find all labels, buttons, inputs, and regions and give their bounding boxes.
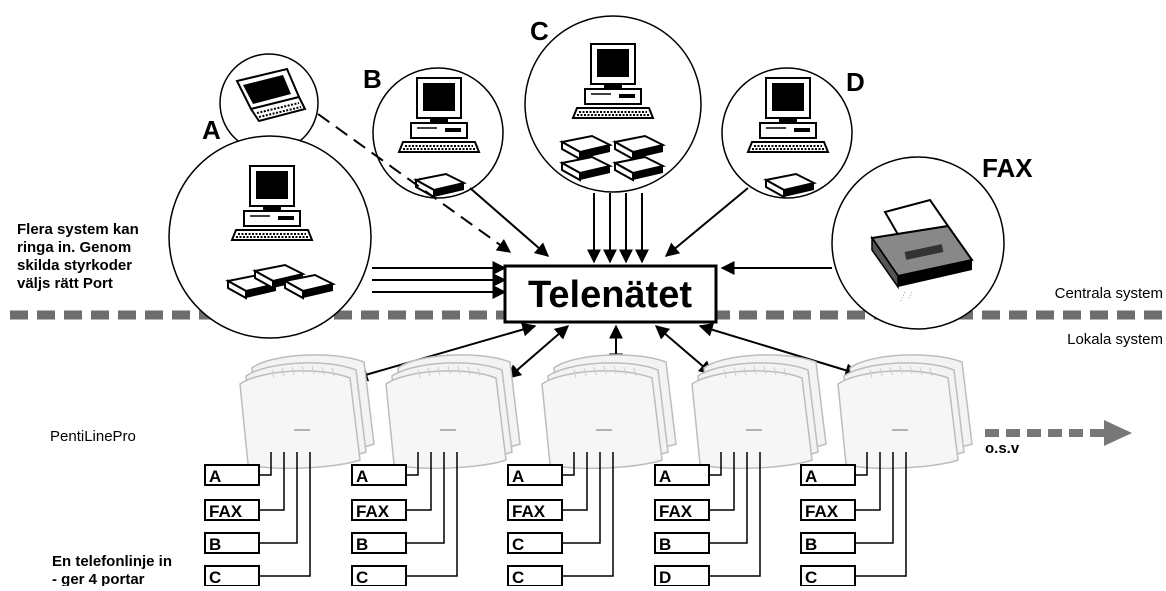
port-label: FAX — [512, 502, 546, 521]
port-connector — [855, 452, 881, 511]
line-note: En telefonlinje in - ger 4 portar — [52, 553, 172, 588]
station-b-circle — [372, 67, 504, 199]
port-label: FAX — [356, 502, 390, 521]
port-connector — [855, 452, 907, 577]
continue-label: o.s.v — [985, 440, 1020, 457]
device-label: PentiLinePro — [50, 428, 136, 445]
note-line: En telefonlinje in — [52, 553, 172, 570]
port-connector — [406, 452, 458, 577]
station-c-circle — [524, 15, 702, 193]
port-label: FAX — [805, 502, 839, 521]
pentilinepro-device-2 — [385, 354, 521, 470]
port-label: C — [805, 568, 817, 586]
note-line: ringa in. Genom — [17, 239, 131, 256]
port-group-2: A FAX BC — [351, 452, 458, 587]
port-connector — [855, 452, 894, 544]
note-line: skilda styrkoder — [17, 257, 132, 274]
port-connector — [406, 452, 419, 476]
port-group-5: A FAX BC — [800, 452, 907, 587]
port-label: B — [805, 535, 817, 554]
station-b-label: B — [363, 64, 382, 94]
port-label: A — [805, 467, 817, 486]
station-d-label: D — [846, 67, 865, 97]
port-connector — [855, 452, 868, 476]
port-connector — [562, 452, 614, 577]
port-connector — [562, 452, 575, 476]
port-label: FAX — [209, 502, 243, 521]
fax-machine-icon — [870, 198, 974, 303]
port-label: A — [659, 467, 671, 486]
port-connector — [259, 452, 311, 577]
continue-arrow — [985, 420, 1132, 446]
multi-system-note: Flera system kan ringa in. Genom skilda … — [17, 221, 139, 292]
station-a-label: A — [202, 115, 221, 145]
station-a-circle — [168, 135, 372, 339]
pentilinepro-device-5 — [837, 354, 973, 470]
incoming-arrows — [317, 113, 832, 299]
port-group-1: A FAX BC — [204, 452, 311, 587]
port-connector — [259, 452, 285, 511]
network-box — [503, 264, 718, 324]
note-line: väljs rätt Port — [17, 275, 113, 292]
port-label: C — [512, 535, 524, 554]
central-systems-label: Centrala system — [1055, 285, 1163, 302]
port-connector — [709, 452, 722, 476]
port-label: A — [356, 467, 368, 486]
fax-label: FAX — [982, 153, 1033, 183]
port-label: C — [209, 568, 221, 586]
port-connector — [709, 452, 748, 544]
port-label: A — [209, 467, 221, 486]
port-label: B — [209, 535, 221, 554]
port-connector — [406, 452, 432, 511]
station-c-label: C — [530, 16, 549, 46]
local-systems-label: Lokala system — [1067, 331, 1163, 348]
arrow-a-dial-in — [317, 113, 512, 253]
port-connector — [709, 452, 761, 577]
port-connector — [406, 452, 445, 544]
pentilinepro-device-4 — [691, 354, 827, 470]
port-group-3: A FAX CC — [507, 452, 614, 587]
network-label: Telenätet — [528, 274, 692, 316]
port-label: FAX — [659, 502, 693, 521]
port-label: B — [659, 535, 671, 554]
device-arrow-1 — [353, 322, 537, 382]
port-connector — [709, 452, 735, 511]
station-d-circle — [721, 67, 853, 199]
port-connector — [259, 452, 298, 544]
port-group-4: A FAX BD — [654, 452, 761, 587]
device-arrows — [353, 322, 860, 382]
port-connector — [562, 452, 601, 544]
note-line: Flera system kan — [17, 221, 139, 238]
pentilinepro-device-3 — [541, 354, 677, 470]
fax-circle — [831, 156, 1005, 330]
arrow-d — [664, 187, 749, 257]
port-label: C — [512, 568, 524, 586]
device-arrow-5 — [698, 322, 860, 378]
port-connector — [259, 452, 272, 476]
device-arrow-2 — [506, 325, 570, 379]
port-label: A — [512, 467, 524, 486]
pentilinepro-device-1 — [239, 354, 375, 470]
port-label: D — [659, 568, 671, 586]
arrow-b — [469, 187, 550, 257]
port-label: C — [356, 568, 368, 586]
port-label: B — [356, 535, 368, 554]
note-line: - ger 4 portar — [52, 571, 145, 586]
port-connector — [562, 452, 588, 511]
